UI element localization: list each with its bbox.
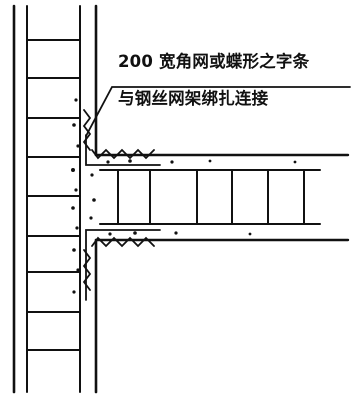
mortar-dot (74, 188, 78, 192)
wall-panel-surfaces (12, 4, 98, 394)
wall-wire-mesh (26, 5, 81, 393)
mortar-dot (72, 290, 76, 294)
mortar-dot (170, 160, 174, 164)
corner-zigzag-upper (91, 148, 155, 160)
mortar-dot (106, 160, 110, 164)
mortar-dot (71, 168, 75, 172)
mortar-dot (74, 98, 78, 102)
mortar-dot (108, 232, 112, 236)
mortar-dot (248, 232, 252, 236)
mortar-dot (75, 226, 79, 230)
callout-leader-line (85, 86, 351, 137)
mortar-dot (293, 160, 297, 164)
slab-wire-mesh (99, 169, 321, 225)
corner-zigzag-vertical (82, 109, 92, 151)
mortar-dot (89, 216, 93, 220)
slab-panel-surfaces (94, 153, 350, 242)
callout-leader (85, 86, 351, 137)
mortar-dot (174, 231, 178, 235)
mortar-dot (76, 144, 80, 148)
mortar-dots (71, 98, 297, 294)
mortar-dot (92, 198, 96, 202)
mortar-dot (76, 268, 80, 272)
corner-angle-mesh (82, 109, 161, 301)
mortar-dot (208, 159, 212, 163)
mortar-dot (71, 206, 75, 210)
mortar-dot (90, 173, 94, 177)
mortar-dot (72, 123, 76, 127)
callout-text-line-1: 200 宽角网或蝶形之字条 (118, 52, 310, 71)
callout-text-line-2: 与钢丝网架绑扎连接 (118, 89, 269, 108)
corner-zigzag-lower (91, 236, 155, 248)
mortar-dot (133, 231, 137, 235)
corner-zigzag-vertical-lower (82, 249, 92, 291)
mortar-dot (128, 159, 132, 163)
corner-strip-lower (85, 229, 161, 301)
mortar-dot (72, 248, 76, 252)
